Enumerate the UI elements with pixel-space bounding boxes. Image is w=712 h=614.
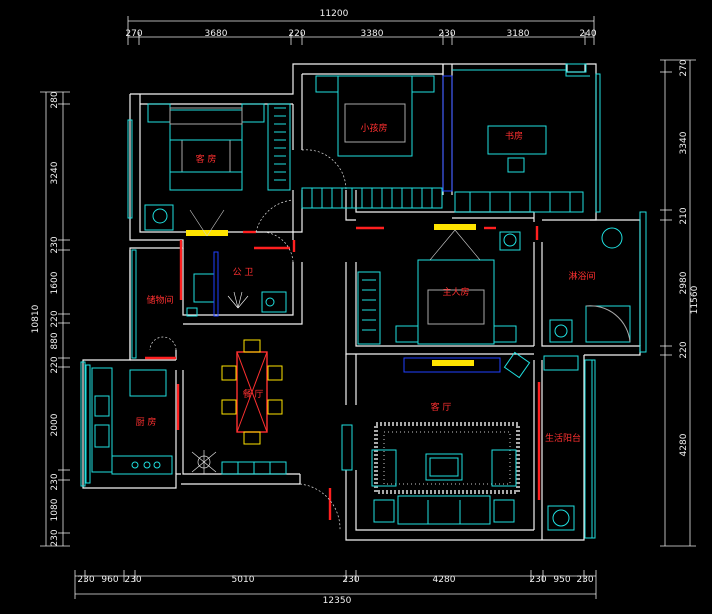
label-kids-room: 小孩房 (360, 122, 387, 134)
light-rays (189, 209, 481, 261)
label-public-bath: 公 卫 (233, 267, 254, 278)
dim-left-10: 1080 (50, 498, 60, 521)
dim-right-1: 270 (679, 59, 689, 76)
dim-bottom-3: 230 (124, 575, 141, 585)
dim-left-9: 230 (50, 473, 60, 490)
label-dining: 餐 厅 (243, 388, 264, 400)
dim-bottom-7: 230 (529, 575, 546, 585)
dim-bottom-5: 230 (342, 575, 359, 585)
dim-left-total: 10810 (31, 304, 41, 333)
dim-top-5: 230 (438, 29, 455, 39)
dim-right-3: 210 (679, 207, 689, 224)
dim-right-total: 11560 (690, 285, 700, 314)
dim-left-6: 880 (50, 332, 60, 349)
floor-drain-icon (227, 291, 249, 309)
dim-top-1: 270 (125, 29, 142, 39)
living-light (432, 360, 474, 366)
dim-bottom-4: 5010 (232, 575, 255, 585)
master-light (434, 224, 476, 230)
dim-bottom-2: 960 (101, 575, 118, 585)
dining-cabinet (221, 461, 287, 475)
shower-fixtures (549, 227, 631, 343)
label-living: 客 厅 (431, 401, 452, 413)
label-study: 书房 (505, 130, 523, 142)
label-master-bath: 淋浴间 (568, 270, 595, 282)
living-window-frame (341, 424, 353, 471)
dim-bottom-9: 230 (576, 575, 593, 585)
dim-left-3: 230 (50, 236, 60, 253)
dim-left-1: 280 (50, 91, 60, 108)
tv-cabinet (403, 357, 501, 373)
guest-light (186, 230, 228, 236)
dining-table (221, 339, 283, 445)
dim-top-total: 11200 (320, 9, 349, 19)
dim-left-7: 220 (50, 356, 60, 373)
public-bath-fixtures (186, 251, 287, 317)
dim-right-2: 3340 (679, 131, 689, 154)
study-furniture (452, 69, 590, 213)
dim-top-4: 3380 (361, 29, 384, 39)
label-master-bedroom: 主人房 (442, 286, 469, 298)
plant-icon (191, 450, 217, 474)
dim-right-5: 220 (679, 341, 689, 358)
door-swings (149, 149, 347, 531)
dim-top-2: 3680 (205, 29, 228, 39)
balcony-fixtures (543, 355, 579, 531)
dim-right-4: 2980 (679, 271, 689, 294)
dim-left-2: 3240 (50, 161, 60, 184)
dim-left-5: 220 (50, 310, 60, 327)
label-guest-bedroom: 客 房 (196, 153, 217, 165)
dim-top-7: 240 (579, 29, 596, 39)
red-openings (145, 226, 541, 520)
dim-left-4: 1600 (50, 271, 60, 294)
kitchen-counter (91, 367, 173, 475)
dim-left-8: 2000 (50, 413, 60, 436)
guest-bed (144, 103, 291, 231)
dim-bottom-1: 230 (77, 575, 94, 585)
windows (80, 63, 647, 539)
living-sofas (371, 449, 517, 525)
dim-right-6: 4280 (679, 433, 689, 456)
label-kitchen: 厨 房 (136, 416, 157, 428)
dim-top-3: 220 (288, 29, 305, 39)
dim-left-11: 230 (50, 529, 60, 546)
dimension-lines (40, 16, 696, 599)
living-rug (374, 422, 520, 494)
kids-bed (301, 75, 443, 209)
dim-bottom-8: 950 (553, 575, 570, 585)
dim-bottom-6: 4280 (433, 575, 456, 585)
tv-side-item (503, 351, 531, 379)
dim-top-6: 3180 (507, 29, 530, 39)
master-bed (357, 231, 521, 345)
label-balcony: 生活阳台 (545, 432, 581, 444)
label-storage: 储物间 (146, 294, 173, 306)
study-blue-strip (442, 75, 453, 192)
dim-bottom-total: 12350 (323, 596, 352, 606)
